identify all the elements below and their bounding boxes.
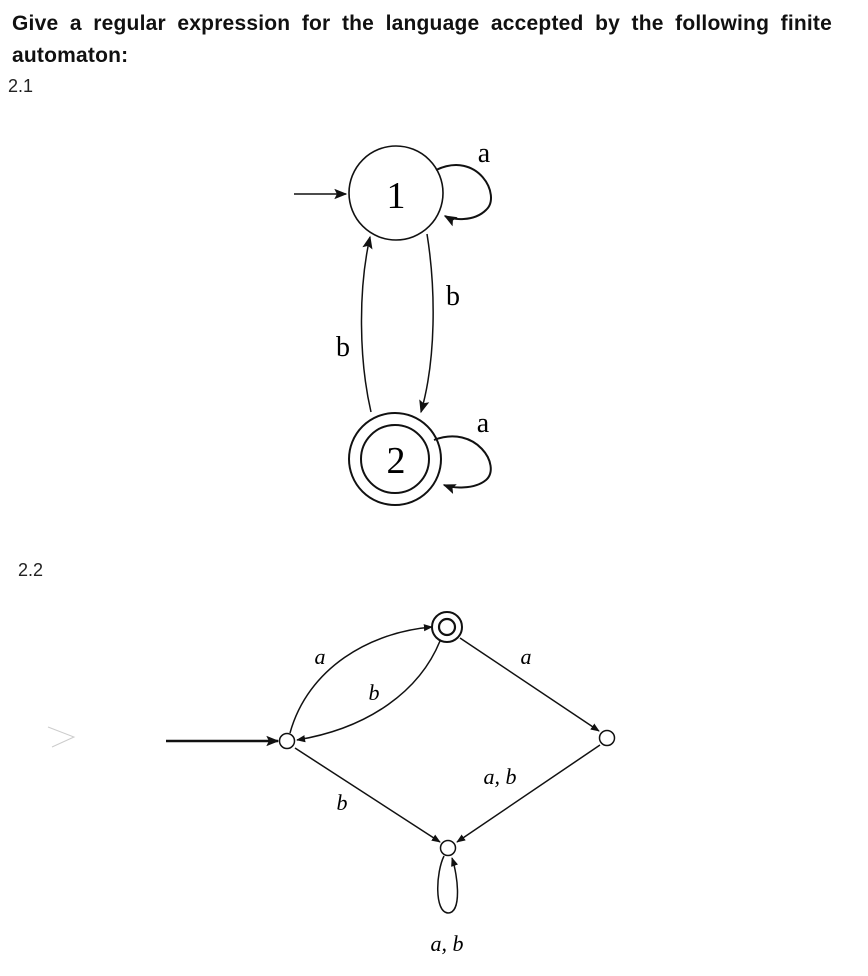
part-label-2-2: 2.2 <box>18 560 44 580</box>
part-label-2-1: 2.1 <box>8 76 34 96</box>
diagram-2-2: a b a b a, b a, b <box>47 611 616 956</box>
loop-2-label: a <box>477 408 490 439</box>
edge-right-to-bottom <box>456 744 601 843</box>
edge-top-to-start-label: b <box>369 680 380 705</box>
state-2-label: 2 <box>387 440 406 482</box>
loop-1-label: a <box>478 138 491 169</box>
state-2-outer-circle <box>348 412 442 506</box>
state-1-label: 1 <box>387 175 406 217</box>
edge-1-to-2-label: b <box>446 281 460 312</box>
state-start <box>278 732 296 750</box>
faint-artifact <box>47 726 76 748</box>
edge-right-to-bottom-label: a, b <box>484 764 517 789</box>
edge-top-to-right <box>459 637 600 732</box>
edge-top-to-right-label: a <box>521 644 532 669</box>
loop-bottom <box>437 855 459 914</box>
state-top-outer <box>431 611 463 643</box>
edge-2-to-1 <box>360 235 373 413</box>
loop-2-a <box>433 435 492 494</box>
loop-1-a <box>435 164 492 227</box>
state-right <box>598 729 616 747</box>
question-text: Give a regular expression for the langua… <box>12 12 832 67</box>
diagram-2-1: 1 2 a b b a <box>294 138 492 506</box>
state-top-inner <box>437 617 457 637</box>
edge-top-to-start <box>296 640 441 743</box>
edge-start-to-bottom <box>294 747 441 843</box>
edge-start-to-bottom-label: b <box>337 790 348 815</box>
edge-start-to-top-label: a <box>315 644 326 669</box>
state-2-inner-circle <box>360 424 430 494</box>
edge-2-to-1-label: b <box>336 332 350 363</box>
loop-bottom-label: a, b <box>431 931 464 956</box>
state-bottom <box>439 839 457 857</box>
edge-1-to-2 <box>419 233 434 414</box>
state-1-circle <box>348 145 444 241</box>
edge-start-to-top <box>289 624 433 734</box>
